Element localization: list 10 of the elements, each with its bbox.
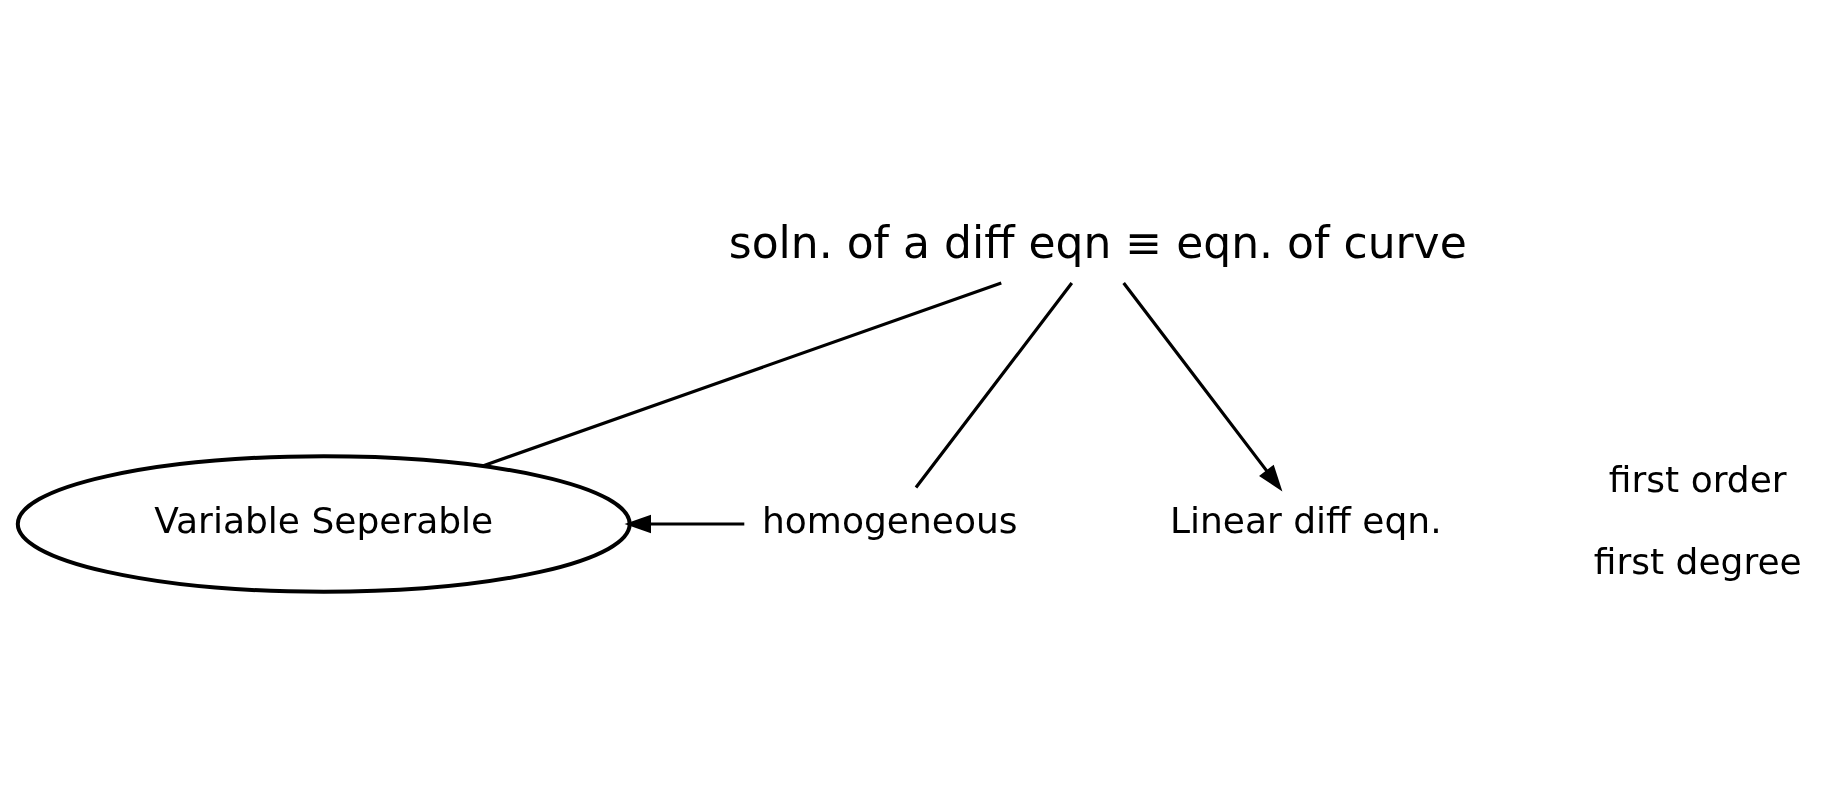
- arrow: [1122, 281, 1283, 491]
- connector: [482, 281, 1002, 467]
- label: first order: [1608, 458, 1787, 500]
- node-text: homogeneous: [761, 499, 1018, 541]
- node-text: soln. of a diff eqn ≡ eqn. of curve: [728, 216, 1467, 268]
- label: first degree: [1593, 540, 1802, 582]
- arrow: [624, 514, 745, 533]
- node-text: Linear diff eqn.: [1169, 499, 1442, 541]
- connector: [914, 281, 1074, 488]
- node-ellipse: Variable Seperable: [15, 453, 632, 594]
